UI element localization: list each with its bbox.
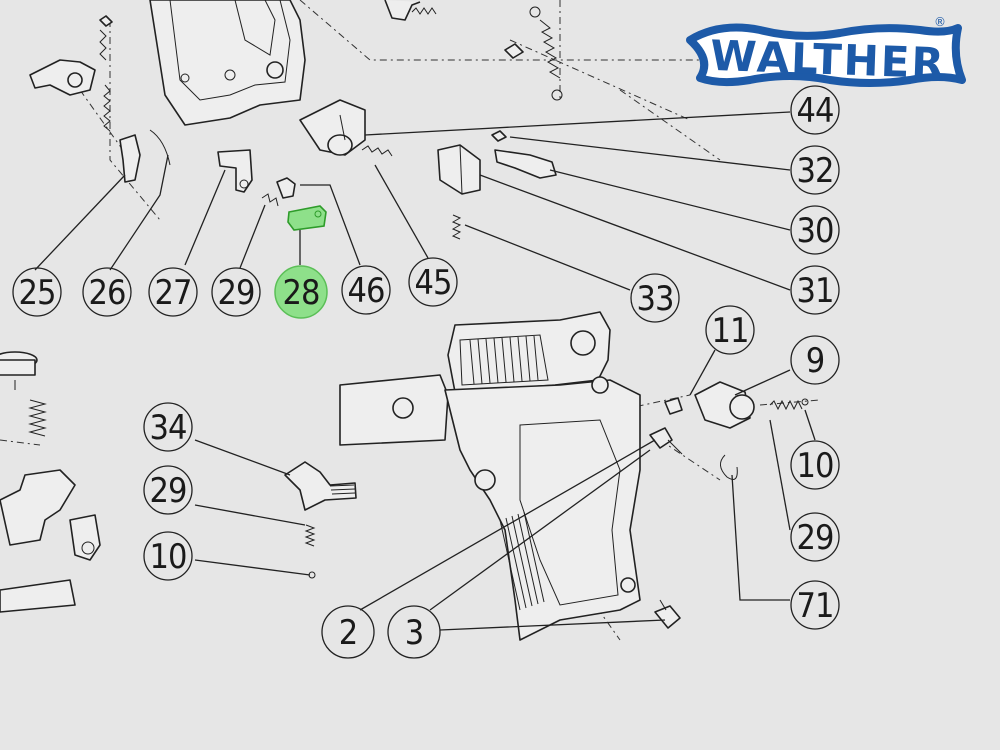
grip-screws	[649, 427, 683, 629]
registered-mark: ®	[934, 15, 946, 29]
callout-45: 45	[408, 257, 458, 307]
svg-text:71: 71	[797, 586, 834, 626]
svg-text:46: 46	[348, 271, 385, 311]
part-28-shape	[287, 205, 327, 231]
callout-34: 34	[143, 402, 193, 452]
svg-text:33: 33	[637, 279, 674, 319]
callout-9: 9	[790, 335, 840, 385]
callout-30: 30	[790, 205, 840, 255]
grip-checkering	[499, 511, 545, 611]
svg-text:3: 3	[405, 613, 423, 653]
pistol-frame	[339, 311, 641, 641]
callout-25: 25	[12, 267, 62, 317]
svg-text:32: 32	[797, 151, 834, 191]
callout-28-highlighted: 28	[274, 265, 328, 319]
svg-text:45: 45	[415, 263, 452, 303]
svg-text:29: 29	[797, 518, 834, 558]
hammer-group	[29, 59, 171, 183]
svg-text:9: 9	[806, 341, 824, 381]
part-28-highlighted	[287, 205, 327, 231]
callout-10-left: 10	[143, 531, 193, 581]
callout-31: 31	[790, 265, 840, 315]
slide-serrations	[469, 335, 539, 385]
callout-71: 71	[790, 580, 840, 630]
left-lower-assembly	[0, 351, 101, 613]
top-small-parts	[99, 0, 563, 101]
callout-27: 27	[148, 267, 198, 317]
callout-46: 46	[341, 265, 391, 315]
svg-text:25: 25	[19, 273, 56, 313]
part-45-spring	[361, 145, 393, 157]
part-44-block	[299, 99, 366, 156]
svg-text:27: 27	[155, 273, 192, 313]
upper-frame-part	[149, 0, 306, 126]
callout-10-right: 10	[790, 440, 840, 490]
svg-text:11: 11	[712, 311, 749, 351]
svg-text:31: 31	[797, 271, 834, 311]
parts-9-10-11-cluster	[664, 381, 809, 480]
svg-text:29: 29	[218, 273, 255, 313]
logo-banner	[686, 23, 966, 87]
svg-text:29: 29	[150, 471, 187, 511]
svg-text:28: 28	[283, 273, 320, 313]
svg-text:10: 10	[797, 446, 834, 486]
logo-wordmark: WALTHER	[709, 31, 946, 88]
callout-3: 3	[387, 605, 441, 659]
callout-33: 33	[630, 273, 680, 323]
assembly-axes	[0, 0, 821, 641]
svg-text:26: 26	[89, 273, 126, 313]
callout-26: 26	[82, 267, 132, 317]
callout-29-top: 29	[211, 267, 261, 317]
svg-text:2: 2	[339, 613, 357, 653]
callout-29-right: 29	[790, 512, 840, 562]
svg-text:30: 30	[797, 211, 834, 251]
svg-text:10: 10	[150, 537, 187, 577]
svg-text:44: 44	[797, 91, 834, 131]
callout-32: 32	[790, 145, 840, 195]
svg-text:34: 34	[150, 408, 187, 448]
callout-44: 44	[790, 85, 840, 135]
parts-34-29-10	[284, 461, 357, 579]
leader-lines	[34, 111, 816, 631]
parts-30-33	[437, 130, 557, 240]
part-29-46-small	[261, 177, 296, 207]
callouts: 44 32 30 31 33 25 26 27	[12, 85, 840, 659]
walther-logo: WALTHER ®	[686, 15, 966, 88]
callout-11: 11	[705, 305, 755, 355]
part-27-bracket	[217, 149, 253, 193]
callout-29-left: 29	[143, 465, 193, 515]
callout-2: 2	[321, 605, 375, 659]
